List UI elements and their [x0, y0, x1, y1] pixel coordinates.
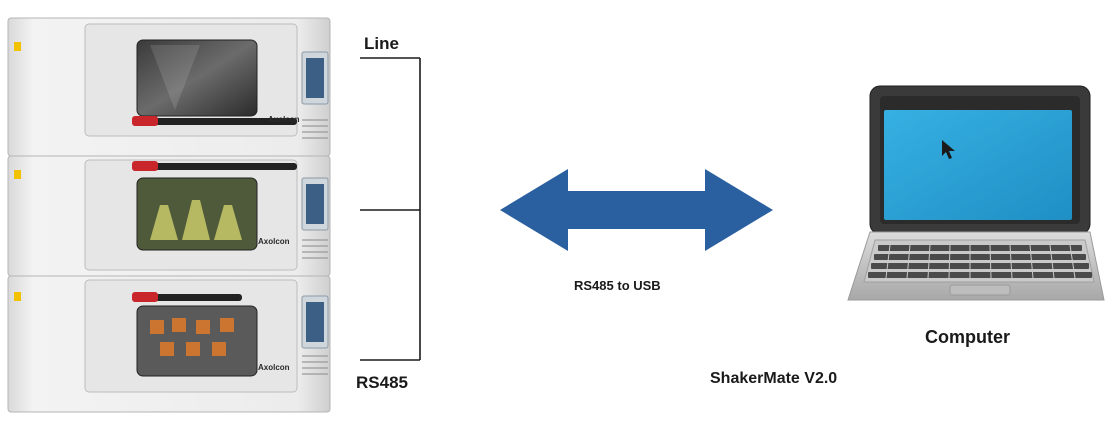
warning-label-icon: [14, 42, 21, 301]
rs485-wiring: [360, 57, 421, 361]
shaker-unit-bottom: Axolcon: [7, 275, 331, 413]
mouse-pointer-icon: [942, 140, 955, 159]
software-label: ShakerMate V2.0: [710, 370, 837, 387]
computer-label: Computer: [925, 327, 1010, 347]
converter-label: RS485 to USB: [574, 278, 661, 293]
rs485-label: RS485: [356, 373, 408, 392]
shaker-stack: Axolcon Axolcon: [7, 17, 331, 413]
shaker-unit-middle: Axolcon: [7, 155, 331, 277]
brand-logo: Axolcon: [258, 363, 290, 372]
line-label: Line: [364, 34, 399, 53]
shaker-unit-top: Axolcon: [7, 17, 331, 157]
laptop-icon: [847, 85, 1105, 301]
bidirectional-arrow-icon: [500, 169, 773, 251]
brand-logo: Axolcon: [258, 237, 290, 246]
brand-logo: Axolcon: [268, 115, 300, 124]
